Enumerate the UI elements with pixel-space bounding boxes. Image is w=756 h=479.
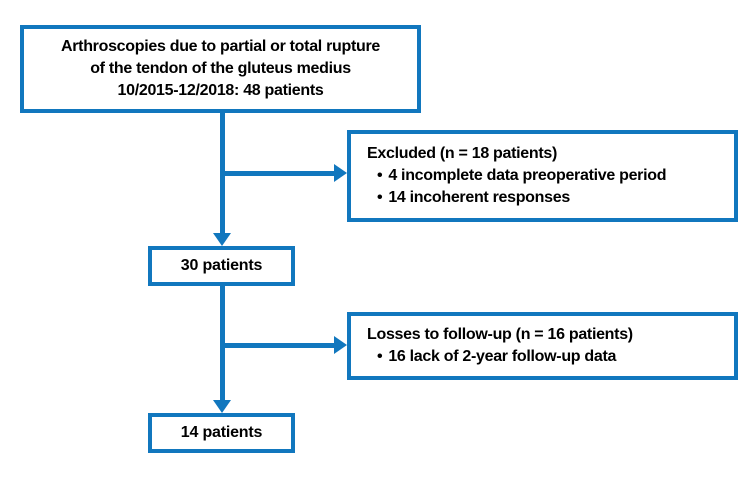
- losses-bullet-1-text: 16 lack of 2-year follow-up data: [388, 348, 617, 365]
- arrow-right-icon: [334, 164, 347, 182]
- initial-cohort-box: Arthroscopies due to partial or total ru…: [20, 25, 421, 113]
- connector-branch-excluded-line: [220, 171, 334, 176]
- excluded-bullet-2-text: 14 incoherent responses: [388, 189, 570, 206]
- excluded-bullet-2: • 14 incoherent responses: [367, 187, 720, 209]
- after-exclusion-label: 30 patients: [180, 257, 263, 274]
- bullet-marker: •: [377, 348, 383, 365]
- bullet-marker: •: [377, 189, 383, 206]
- arrow-down-icon: [213, 233, 231, 246]
- initial-cohort-line-3: 10/2015-12/2018: 48 patients: [117, 82, 324, 99]
- losses-box: Losses to follow-up (n = 16 patients) • …: [347, 312, 738, 380]
- connector-branch-losses-line: [220, 343, 334, 348]
- arrow-right-icon: [334, 336, 347, 354]
- after-exclusion-box: 30 patients: [148, 246, 295, 286]
- initial-cohort-line-1: Arthroscopies due to partial or total ru…: [61, 38, 380, 55]
- final-box: 14 patients: [148, 413, 295, 453]
- losses-title: Losses to follow-up (n = 16 patients): [367, 326, 633, 343]
- initial-cohort-line-2: of the tendon of the gluteus medius: [90, 60, 351, 77]
- final-label: 14 patients: [180, 424, 263, 441]
- losses-bullet-1: • 16 lack of 2-year follow-up data: [367, 346, 720, 368]
- excluded-box: Excluded (n = 18 patients) • 4 incomplet…: [347, 130, 738, 222]
- bullet-marker: •: [377, 167, 383, 184]
- excluded-bullet-1: • 4 incomplete data preoperative period: [367, 165, 720, 187]
- arrow-down-icon: [213, 400, 231, 413]
- excluded-title: Excluded (n = 18 patients): [367, 145, 558, 162]
- excluded-bullet-1-text: 4 incomplete data preoperative period: [388, 167, 667, 184]
